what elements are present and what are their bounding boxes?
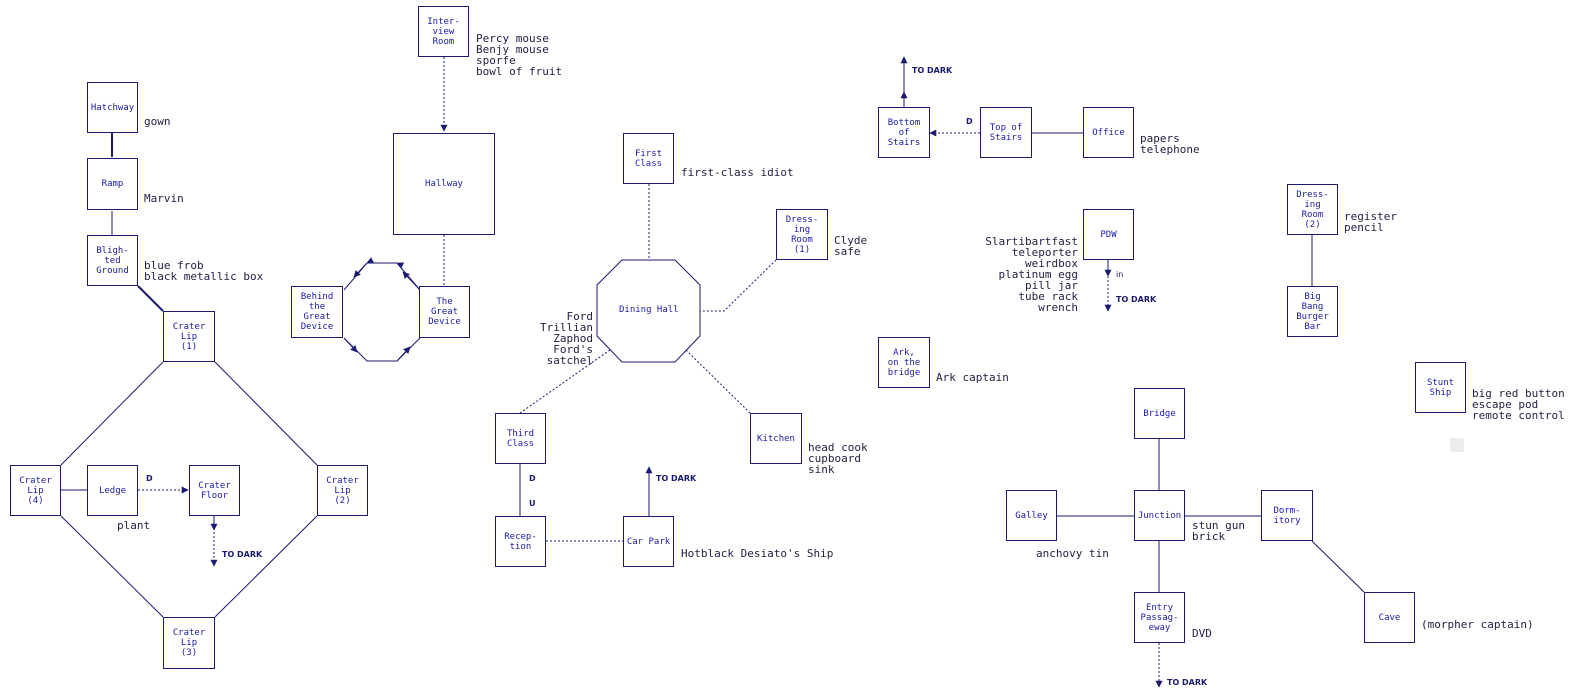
room-bottom-of-stairs[interactable]: Bottom of Stairs <box>878 107 930 158</box>
conn-dining-kitchen <box>685 349 751 414</box>
tag-to-dark-car-park: TO DARK <box>656 474 697 483</box>
room-galley[interactable]: Galley <box>1006 490 1057 541</box>
room-office[interactable]: Office <box>1083 107 1134 158</box>
room-junction[interactable]: Junction <box>1134 490 1185 541</box>
conn-loop-top <box>343 257 421 291</box>
conn-crater1-crater4 <box>60 361 164 466</box>
room-reception[interactable]: Recep- tion <box>495 516 546 567</box>
tag-to-dark-crater-floor: TO DARK <box>222 550 263 559</box>
room-dressing-room-2[interactable]: Dress- ing Room (2) <box>1287 184 1338 235</box>
items-kitchen: head cook cupboard sink <box>808 441 868 476</box>
room-kitchen[interactable]: Kitchen <box>750 413 802 464</box>
room-stunt-ship[interactable]: Stunt Ship <box>1415 362 1466 413</box>
room-pdw[interactable]: PDW <box>1083 209 1134 260</box>
tag-down-ledge: D <box>146 474 153 483</box>
room-top-of-stairs[interactable]: Top of Stairs <box>980 107 1032 158</box>
room-third-class[interactable]: Third Class <box>495 413 546 464</box>
room-hatchway[interactable]: Hatchway <box>87 82 138 133</box>
items-interview-room: Percy mouse Benjy mouse sporfe bowl of f… <box>476 32 563 78</box>
conn-crater1-crater2 <box>214 361 318 466</box>
room-hallway[interactable]: Hallway <box>393 133 495 235</box>
items-hatchway: gown <box>144 115 171 128</box>
room-big-bang-burger-bar[interactable]: Big Bang Burger Bar <box>1287 286 1338 337</box>
tag-to-dark-entry: TO DARK <box>1167 678 1208 687</box>
room-bridge[interactable]: Bridge <box>1134 388 1185 439</box>
items-car-park: Hotblack Desiato's Ship <box>681 547 834 560</box>
items-dressing-room-1: Clyde safe <box>834 234 868 258</box>
conn-loop-bottom <box>343 337 421 362</box>
room-first-class[interactable]: First Class <box>623 133 674 184</box>
items-ark-bridge: Ark captain <box>936 371 1009 384</box>
tag-down-third-class: D <box>529 474 536 483</box>
tag-in-pdw: in <box>1116 270 1124 279</box>
dining-hall-octagon <box>596 259 701 363</box>
items-ramp: Marvin <box>144 192 184 205</box>
room-crater-lip-2[interactable]: Crater Lip (2) <box>317 465 368 516</box>
items-ledge: plant <box>117 519 151 532</box>
room-blighted-ground[interactable]: Bligh- ted Ground <box>87 235 138 286</box>
tag-to-dark-pdw: TO DARK <box>1116 295 1157 304</box>
tag-up-reception: U <box>529 499 536 508</box>
room-dining-hall[interactable]: Dining Hall <box>619 305 679 315</box>
room-dormitory[interactable]: Dorm- itory <box>1261 490 1313 541</box>
room-ramp[interactable]: Ramp <box>87 158 138 210</box>
room-crater-lip-1[interactable]: Crater Lip (1) <box>163 311 215 362</box>
conn-blighted-crater1 <box>137 285 164 312</box>
items-entry-passageway: DVD <box>1192 627 1212 640</box>
room-entry-passageway[interactable]: Entry Passag- eway <box>1134 592 1185 643</box>
room-ark-bridge[interactable]: Ark, on the bridge <box>878 337 930 388</box>
items-first-class: first-class idiot <box>681 166 794 179</box>
items-cave: (morpher captain) <box>1421 618 1534 631</box>
items-office: papers telephone <box>1140 132 1200 156</box>
room-ledge[interactable]: Ledge <box>87 465 138 516</box>
room-crater-lip-4[interactable]: Crater Lip (4) <box>10 465 61 516</box>
room-behind-great-device[interactable]: Behind the Great Device <box>291 286 343 338</box>
items-junction: stun gun brick <box>1192 519 1245 543</box>
room-great-device[interactable]: The Great Device <box>419 286 470 338</box>
tag-to-dark-stairs: TO DARK <box>912 66 953 75</box>
tag-down-top-of-stairs: D <box>966 117 973 126</box>
items-blighted-ground: blue frob black metallic box <box>144 259 264 283</box>
room-crater-lip-3[interactable]: Crater Lip (3) <box>163 617 215 669</box>
items-pdw: Slartibartfast teleporter weirdbox plati… <box>985 235 1078 314</box>
items-dining-hall: Ford Trillian Zaphod Ford's satchel <box>540 310 593 367</box>
map-marker-square <box>1450 438 1464 452</box>
room-car-park[interactable]: Car Park <box>623 516 674 567</box>
items-dressing-room-2: register pencil <box>1344 210 1397 234</box>
room-interview-room[interactable]: Inter- view Room <box>418 6 469 57</box>
room-crater-floor[interactable]: Crater Floor <box>189 465 240 516</box>
conn-dorm-cave <box>1311 540 1365 593</box>
conn-crater2-crater3 <box>214 515 318 618</box>
items-stunt-ship: big red button escape pod remote control <box>1472 387 1565 422</box>
conn-dressing1-dining <box>700 259 777 312</box>
items-galley: anchovy tin <box>1036 547 1109 560</box>
room-dressing-room-1[interactable]: Dress- ing Room (1) <box>776 209 828 260</box>
conn-crater4-crater3 <box>60 515 164 618</box>
room-cave[interactable]: Cave <box>1364 592 1415 643</box>
